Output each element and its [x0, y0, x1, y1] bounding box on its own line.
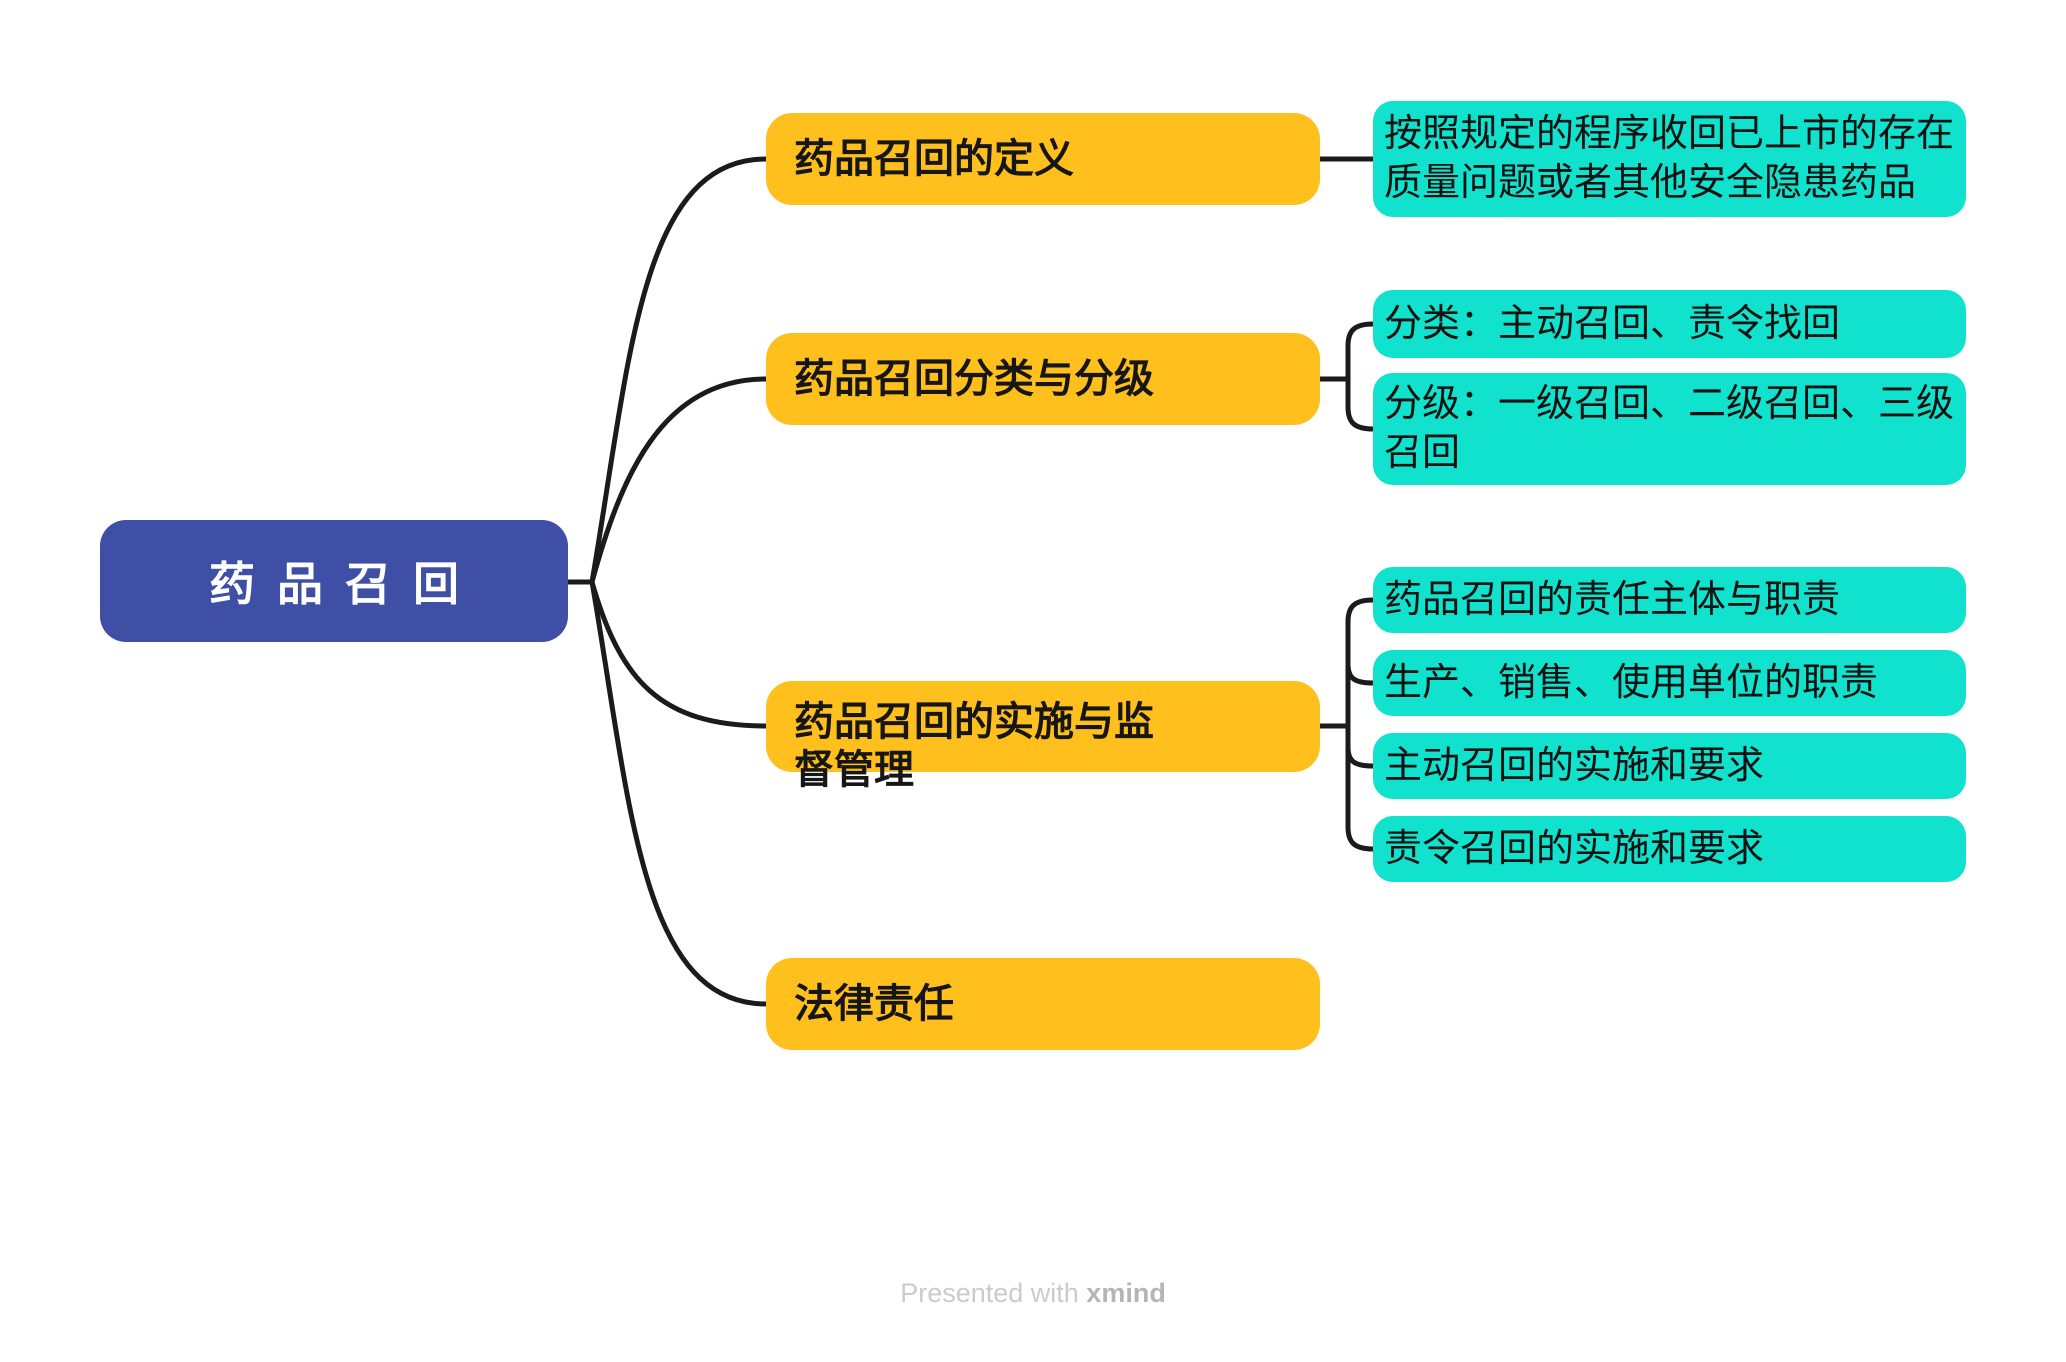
- connector-root-branch-3: [589, 579, 769, 1007]
- node-branch-implementation-label: 药品召回的实施与监督管理: [794, 700, 1154, 792]
- node-root-label: 药品召回: [209, 558, 481, 610]
- connector-root-branch-2: [589, 579, 769, 729]
- node-branch-legal-label: 法律责任: [794, 982, 954, 1026]
- node-root[interactable]: 药品召回: [100, 520, 568, 642]
- node-child-definition-detail-label: 按照规定的程序收回已上市的存在质量问题或者其他安全隐患药品: [1384, 113, 1955, 204]
- node-branch-legal[interactable]: 法律责任: [766, 958, 1320, 1050]
- watermark-brand: xmind: [1086, 1278, 1166, 1308]
- node-child-classification-types[interactable]: 分类：主动召回、责令找回: [1373, 290, 1966, 358]
- node-child-classification-types-label: 分类：主动召回、责令找回: [1384, 302, 1841, 345]
- node-child-units-duties[interactable]: 生产、销售、使用单位的职责: [1373, 650, 1966, 716]
- node-branch-implementation[interactable]: 药品召回的实施与监督管理: [766, 681, 1320, 792]
- node-child-ordered-recall-label: 责令召回的实施和要求: [1384, 827, 1765, 870]
- connector-branch2-bracket: [1345, 597, 1376, 852]
- watermark-prefix: Presented with: [900, 1278, 1087, 1308]
- node-child-definition-detail[interactable]: 按照规定的程序收回已上市的存在质量问题或者其他安全隐患药品: [1373, 101, 1966, 217]
- node-child-classification-levels[interactable]: 分级：一级召回、二级召回、三级召回: [1373, 373, 1966, 485]
- connector-root-branch-0: [589, 156, 769, 585]
- node-child-responsibility-label: 药品召回的责任主体与职责: [1384, 578, 1841, 621]
- node-branch-definition-label: 药品召回的定义: [794, 137, 1074, 181]
- node-child-classification-levels-label: 分级：一级召回、二级召回、三级召回: [1384, 383, 1955, 474]
- connector-branch2-child1: [1345, 661, 1376, 686]
- node-child-voluntary-recall[interactable]: 主动召回的实施和要求: [1373, 733, 1966, 799]
- node-child-responsibility[interactable]: 药品召回的责任主体与职责: [1373, 567, 1966, 633]
- connector-branch2-child2: [1345, 744, 1376, 769]
- node-child-ordered-recall[interactable]: 责令召回的实施和要求: [1373, 816, 1966, 882]
- node-child-units-duties-label: 生产、销售、使用单位的职责: [1384, 661, 1879, 704]
- node-branch-definition[interactable]: 药品召回的定义: [766, 113, 1320, 205]
- connector-root-branch-1: [589, 376, 769, 585]
- node-child-voluntary-recall-label: 主动召回的实施和要求: [1384, 744, 1765, 787]
- node-branch-classification-label: 药品召回分类与分级: [794, 357, 1154, 401]
- watermark: Presented with xmind: [0, 1278, 2066, 1309]
- node-branch-classification[interactable]: 药品召回分类与分级: [766, 333, 1320, 425]
- connector-branch1-bracket: [1345, 321, 1376, 432]
